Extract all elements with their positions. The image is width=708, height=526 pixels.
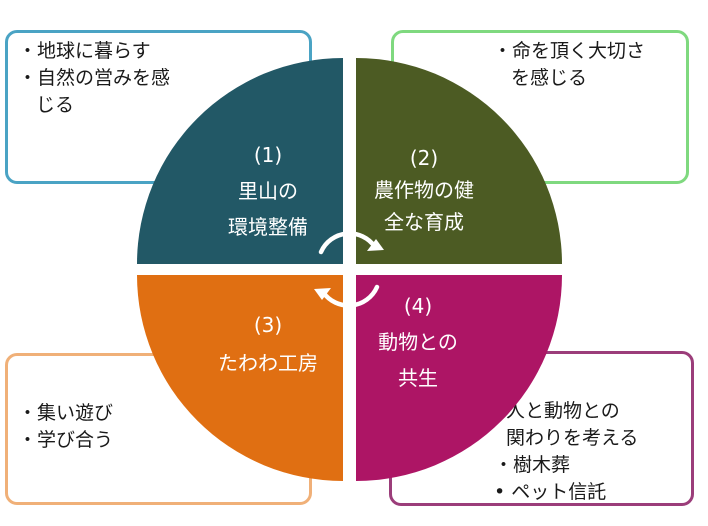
quadrant-line: たわわ工房 bbox=[218, 351, 318, 375]
quadrant-line: 里山の bbox=[238, 179, 298, 203]
callout-text-top-right: ・命を頂く大切さ を感じる bbox=[493, 38, 645, 92]
quadrant-4-wedge bbox=[356, 275, 562, 481]
callout-line: ・命を頂く大切さ bbox=[493, 40, 646, 62]
quadrant-line: 農作物の健 bbox=[374, 178, 474, 202]
lower-arrow-head bbox=[314, 288, 331, 300]
callout-line: ・学び合う bbox=[18, 429, 114, 451]
quadrant-number: (4) bbox=[403, 294, 433, 318]
quadrant-number: (3) bbox=[253, 313, 283, 337]
callout-line: を感じる bbox=[511, 67, 588, 89]
callout-line: ・自然の営みを感 bbox=[18, 67, 171, 89]
callout-line: 人と動物との bbox=[506, 400, 620, 422]
quadrant-2-wedge bbox=[356, 58, 562, 264]
callout-line: じる bbox=[36, 94, 75, 116]
quadrant-1-label: (1) 里山の 環境整備 bbox=[228, 140, 308, 242]
quadrant-line: 環境整備 bbox=[228, 215, 308, 239]
callout-text-bottom-left: ・集い遊び ・学び合う bbox=[18, 400, 113, 454]
upper-arrow-head bbox=[367, 239, 384, 251]
quadrant-4-label: (4) 動物との 共生 bbox=[378, 291, 458, 393]
callout-line: 関わりを考える bbox=[506, 427, 639, 449]
quadrant-line: 全な育成 bbox=[384, 210, 464, 234]
quadrant-2-label: (2) 農作物の健 全な育成 bbox=[374, 143, 474, 237]
quadrant-3-wedge bbox=[137, 275, 343, 481]
quadrant-number: (2) bbox=[409, 146, 439, 170]
callout-text-bottom-right: 人と動物との 関わりを考える ・樹木葬 • ペット信託 bbox=[494, 398, 638, 506]
callout-line: ・樹木葬 bbox=[494, 454, 571, 476]
callout-line: • ペット信託 bbox=[494, 481, 607, 503]
quadrant-line: 共生 bbox=[398, 366, 438, 390]
callout-line: ・地球に暮らす bbox=[18, 40, 151, 62]
upper-arrow-arc bbox=[318, 231, 378, 255]
lower-arrow-arc bbox=[320, 284, 380, 308]
quadrant-number: (1) bbox=[253, 143, 283, 167]
quadrant-1-wedge bbox=[137, 58, 343, 264]
callout-text-top-left: ・地球に暮らす ・自然の営みを感 じる bbox=[18, 38, 170, 119]
cycle-arrows-icon bbox=[318, 231, 380, 308]
quadrant-3-label: (3) たわわ工房 bbox=[218, 310, 318, 378]
quadrant-line: 動物との bbox=[378, 330, 458, 354]
callout-line: ・集い遊び bbox=[18, 402, 114, 424]
